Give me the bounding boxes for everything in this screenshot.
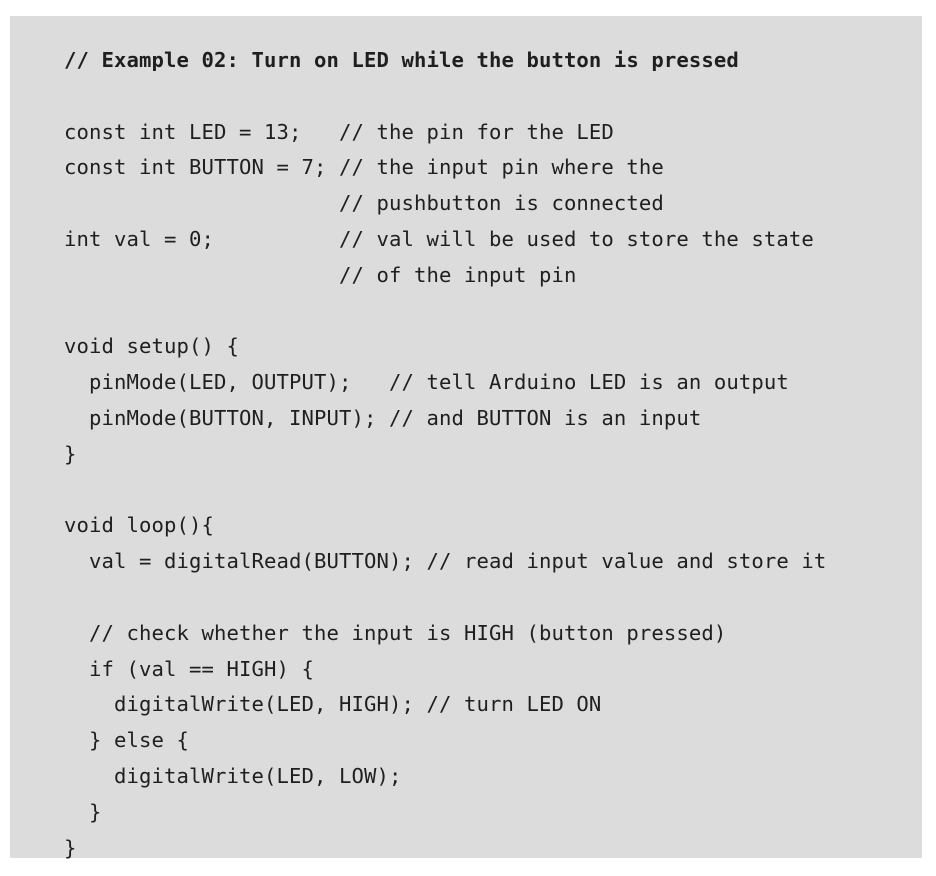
code-line: }	[64, 441, 77, 466]
code-line: } else {	[64, 728, 189, 753]
code-line: // pushbutton is connected	[64, 191, 664, 216]
code-line: pinMode(BUTTON, INPUT); // and BUTTON is…	[64, 405, 702, 430]
code-block: // Example 02: Turn on LED while the but…	[64, 43, 922, 866]
code-line	[64, 473, 922, 509]
code-listing-panel: // Example 02: Turn on LED while the but…	[10, 16, 922, 860]
code-line-title: // Example 02: Turn on LED while the but…	[64, 48, 739, 72]
code-line: pinMode(LED, OUTPUT); // tell Arduino LE…	[64, 370, 789, 395]
code-line: // of the input pin	[64, 262, 577, 287]
code-line: }	[64, 799, 102, 824]
code-line: }	[64, 835, 77, 860]
code-line	[64, 294, 922, 330]
code-line: int val = 0; // val will be used to stor…	[64, 226, 814, 251]
code-line: digitalWrite(LED, LOW);	[64, 763, 402, 788]
code-line: void loop(){	[64, 513, 214, 538]
code-line	[64, 79, 922, 115]
code-line: if (val == HIGH) {	[64, 656, 314, 681]
code-line: const int LED = 13; // the pin for the L…	[64, 119, 614, 144]
code-line: // check whether the input is HIGH (butt…	[64, 620, 727, 645]
code-line: val = digitalRead(BUTTON); // read input…	[64, 549, 827, 574]
code-line: digitalWrite(LED, HIGH); // turn LED ON	[64, 692, 602, 717]
code-line: const int BUTTON = 7; // the input pin w…	[64, 155, 664, 180]
code-line: void setup() {	[64, 334, 239, 359]
code-line	[64, 580, 922, 616]
